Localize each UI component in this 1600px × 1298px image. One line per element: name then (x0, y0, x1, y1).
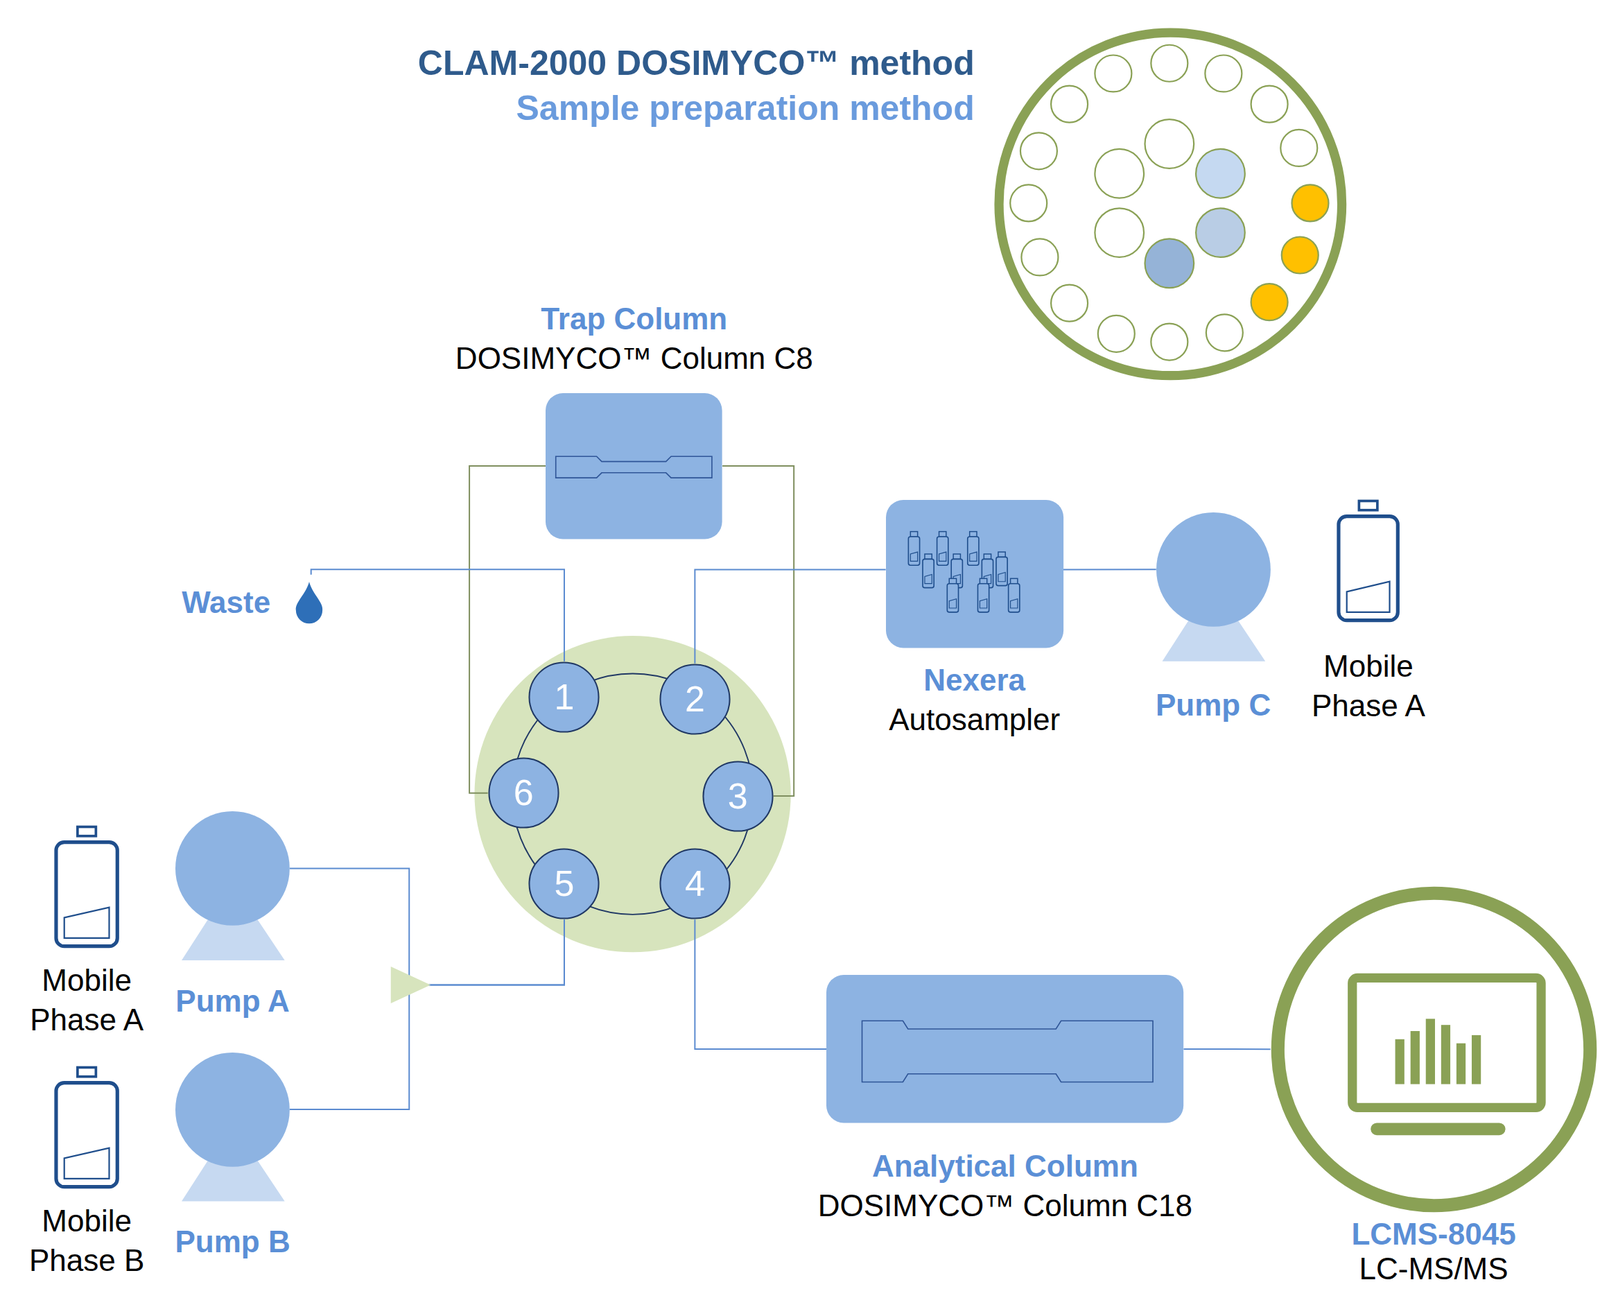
component-name: Trap Column (455, 298, 814, 339)
flow-line (1063, 568, 1157, 570)
port-number: 6 (513, 772, 534, 813)
valve-port: 5 (528, 847, 600, 920)
component-detail: Mobile Phase B (10, 1200, 163, 1280)
diagram-subtitle: Sample preparation method (515, 85, 975, 131)
component-detail: DOSIMYCO™ Column C8 (455, 338, 814, 378)
valve-port: 4 (659, 847, 731, 920)
component-detail: Mobile Phase A (1292, 646, 1445, 726)
component-name: Pump C (1155, 684, 1271, 725)
port-number: 2 (684, 679, 706, 719)
solvent-bottle: Mobile Phase A (54, 825, 120, 949)
text-group: 6 (488, 757, 560, 829)
text-group: 1 (528, 661, 600, 733)
pump: Pump C (1156, 512, 1271, 627)
component-detail: Mobile Phase A (10, 960, 163, 1040)
flow-line (694, 569, 886, 664)
text-group: 4 (659, 847, 731, 920)
sampler-shape (885, 499, 1064, 648)
autosampler-carousel (998, 32, 1343, 376)
valve-port: 3 (702, 760, 774, 832)
pump-shape (175, 811, 290, 926)
port-number: 4 (684, 863, 706, 904)
text-group: Analytical ColumnDOSIMYCO™ Column C18 (818, 1145, 1193, 1225)
text-group: Pump B (174, 1221, 290, 1262)
component-name: Analytical Column (818, 1145, 1193, 1186)
solvent-bottle: Mobile Phase B (54, 1066, 120, 1189)
text-group: Pump C (1155, 684, 1271, 725)
switching-valve (474, 635, 791, 952)
port-number: 3 (727, 776, 749, 816)
text-group: Mobile Phase A (10, 960, 163, 1040)
text-group: NexeraAutosampler (888, 659, 1060, 739)
text-group: Waste (173, 574, 321, 630)
flow-line (694, 919, 827, 1049)
lcms-shape (1270, 885, 1598, 1213)
diagram-title: CLAM-2000 DOSIMYCO™ method (418, 40, 975, 86)
component-detail: Autosampler (888, 699, 1060, 739)
solvent-bottle: Mobile Phase A (1336, 499, 1400, 623)
waste-outlet: Waste (173, 574, 321, 630)
pump: Pump A (175, 811, 290, 926)
anal-shape (826, 974, 1184, 1123)
port-number: 1 (554, 677, 575, 717)
flow-line (311, 569, 565, 661)
component-name: Pump B (174, 1221, 290, 1262)
waste-drop (296, 581, 323, 624)
pump-shape (1156, 512, 1271, 627)
component-name: Waste (181, 582, 271, 622)
text-group: Mobile Phase A (1292, 646, 1445, 726)
bottle-shape (54, 1066, 120, 1189)
component-detail: DOSIMYCO™ Column C18 (818, 1185, 1193, 1225)
text-group: 5 (528, 847, 600, 920)
flow-line (469, 465, 546, 794)
flow-line (289, 868, 565, 986)
pump-shape (175, 1052, 290, 1167)
mass-spectrometer: LCMS-8045LC-MS/MS (1270, 885, 1598, 1213)
text-group: LCMS-8045LC-MS/MS (1351, 1216, 1516, 1286)
text-group: Trap ColumnDOSIMYCO™ Column C8 (455, 298, 814, 378)
component-detail: LC-MS/MS (1351, 1251, 1516, 1286)
component-name: Nexera (888, 659, 1060, 700)
pump-base (181, 615, 1266, 1202)
valve-port: 1 (528, 661, 600, 733)
bottle-shape (1336, 499, 1400, 623)
valve-port: 2 (659, 663, 731, 735)
flow-line (289, 919, 565, 1110)
text-group: 3 (702, 760, 774, 832)
mixer-symbol (390, 966, 431, 1004)
component-name: LCMS-8045 (1351, 1216, 1516, 1252)
valve-port: 6 (488, 757, 560, 829)
component-name: Pump A (175, 980, 290, 1021)
text-group: 2 (659, 663, 731, 735)
trap-shape (545, 393, 723, 539)
analytical-column: Analytical ColumnDOSIMYCO™ Column C18 (826, 974, 1184, 1123)
text-group: Mobile Phase B (10, 1200, 163, 1280)
port-number: 5 (554, 863, 575, 904)
flow-line (722, 465, 794, 796)
text-group: Pump A (175, 980, 290, 1021)
bottle-shape (54, 825, 120, 949)
autosampler: NexeraAutosampler (885, 499, 1064, 648)
trap-column: Trap ColumnDOSIMYCO™ Column C8 (545, 393, 723, 539)
flow-line (1183, 1048, 1271, 1050)
pump: Pump B (175, 1052, 290, 1167)
